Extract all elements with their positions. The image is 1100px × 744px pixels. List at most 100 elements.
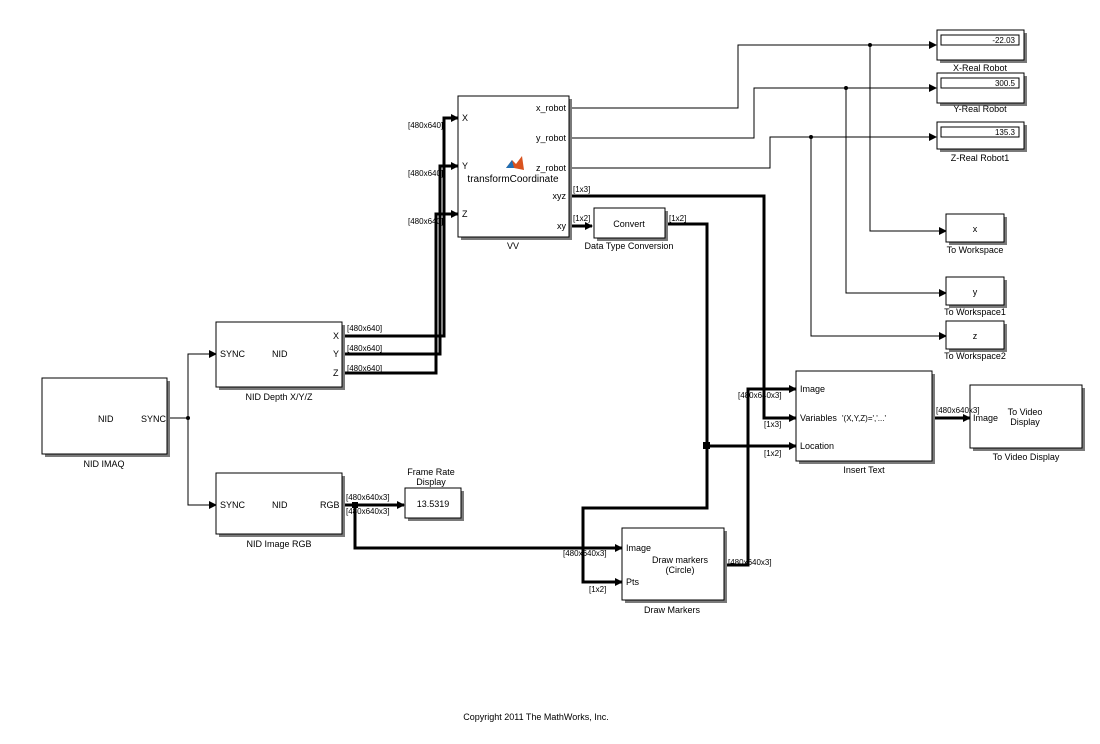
signal-dim-label: [480x640] — [408, 217, 443, 226]
signal-dim-label: [1x2] — [573, 214, 590, 223]
block-center-label: transformCoordinate — [467, 174, 559, 185]
branch-dot — [352, 502, 358, 508]
wire-depth-z[interactable] — [345, 210, 459, 375]
block-vv[interactable]: X Y Z x_robot y_robot z_robot xyz xy tra… — [457, 95, 572, 251]
block-center-label: Display — [1010, 417, 1040, 427]
block-center-label: Draw markers — [652, 555, 709, 565]
block-center-label: x — [973, 224, 978, 234]
port-label: Image — [626, 543, 651, 553]
block-convert[interactable]: Convert Data Type Conversion — [585, 207, 674, 251]
wire-sync-depth[interactable] — [187, 350, 217, 418]
wire-xyz[interactable] — [570, 194, 797, 422]
block-caption: NID Depth X/Y/Z — [245, 392, 313, 402]
port-label: Z — [333, 368, 339, 378]
signal-dim-label: [480x640x3] — [936, 406, 980, 415]
branch-dot — [703, 442, 710, 449]
port-label: Y — [462, 161, 468, 171]
block-caption: Display — [416, 477, 446, 487]
block-nid-depth[interactable]: SYNC NID X Y Z NID Depth X/Y/Z — [215, 321, 345, 402]
branch-dot — [186, 416, 190, 420]
signal-dim-label: [480x640] — [347, 324, 382, 333]
display-value: -22.03 — [992, 36, 1015, 45]
port-label: SYNC — [220, 349, 246, 359]
block-caption: Frame Rate — [407, 467, 455, 477]
wire-ws-y[interactable] — [845, 88, 947, 297]
block-caption: To Workspace — [947, 245, 1004, 255]
block-center-label: NID — [98, 414, 114, 424]
signal-dim-label: [480x640] — [408, 169, 443, 178]
port-label: y_robot — [536, 133, 567, 143]
block-center-label: NID — [272, 349, 288, 359]
signal-dim-label: [1x2] — [669, 214, 686, 223]
block-caption: Draw Markers — [644, 605, 701, 615]
port-label: X — [462, 113, 468, 123]
wire-convert-out[interactable] — [666, 222, 797, 450]
format-string: '(X,Y,Z)=','...' — [842, 414, 886, 423]
block-caption: NID IMAQ — [83, 459, 124, 469]
wire-y-robot[interactable] — [570, 84, 937, 139]
block-center-label: z — [973, 331, 978, 341]
block-ws-z[interactable]: z To Workspace2 — [944, 320, 1007, 361]
block-caption: Z-Real Robot1 — [951, 153, 1010, 163]
block-center-label: To Video — [1008, 407, 1043, 417]
signal-dim-label: [1x3] — [573, 185, 590, 194]
block-video-display[interactable]: Image To Video Display To Video Display — [969, 384, 1085, 462]
port-label: SYNC — [141, 414, 167, 424]
block-caption: NID Image RGB — [246, 539, 311, 549]
block-center-label: NID — [272, 500, 288, 510]
port-label: Image — [800, 384, 825, 394]
matlab-logo-icon — [506, 156, 524, 170]
wire-sync-rgb[interactable] — [187, 418, 217, 509]
block-caption: Insert Text — [843, 465, 885, 475]
wire-depth-y[interactable] — [345, 162, 459, 356]
block-x-display[interactable]: -22.03 X-Real Robot — [936, 29, 1027, 73]
block-draw-markers[interactable]: Image Pts Draw markers (Circle) Draw Mar… — [621, 527, 727, 615]
port-label: Image — [973, 413, 998, 423]
signal-dim-label: [480x640x3] — [738, 391, 782, 400]
block-caption: VV — [507, 241, 519, 251]
wire-x-robot[interactable] — [570, 41, 937, 109]
port-label: Y — [333, 349, 339, 359]
port-label: RGB — [320, 500, 340, 510]
signal-dim-label: [480x640] — [408, 121, 443, 130]
port-label: Location — [800, 441, 834, 451]
signal-dim-label: [480x640x3] — [346, 493, 390, 502]
port-label: Pts — [626, 577, 640, 587]
block-center-label: Convert — [613, 219, 645, 229]
port-label: Variables — [800, 413, 837, 423]
block-caption: Y-Real Robot — [953, 104, 1007, 114]
signal-labels: [480x640] [480x640] [480x640] [480x640] … — [346, 121, 980, 594]
branch-dot — [868, 43, 872, 47]
block-caption: To Video Display — [993, 452, 1060, 462]
copyright-text: Copyright 2011 The MathWorks, Inc. — [463, 712, 609, 722]
signal-dim-label: [1x2] — [764, 449, 781, 458]
wire-pts[interactable] — [581, 446, 709, 586]
block-caption: Data Type Conversion — [585, 241, 674, 251]
signal-dim-label: [1x2] — [589, 585, 606, 594]
port-label: z_robot — [536, 163, 567, 173]
branch-dot — [844, 86, 848, 90]
block-nid-rgb[interactable]: SYNC NID RGB NID Image RGB — [215, 472, 345, 549]
block-nid-imaq[interactable]: NID SYNC NID IMAQ — [41, 377, 170, 469]
block-insert-text[interactable]: Image Variables '(X,Y,Z)=','...' Locatio… — [795, 370, 935, 475]
port-label: x_robot — [536, 103, 567, 113]
wire-z-robot[interactable] — [570, 133, 937, 169]
block-ws-x[interactable]: x To Workspace — [945, 213, 1007, 255]
port-label: Z — [462, 209, 468, 219]
wire-draw-out[interactable] — [725, 385, 797, 567]
wire-ws-z[interactable] — [810, 137, 947, 340]
block-z-display[interactable]: 135.3 Z-Real Robot1 — [936, 121, 1027, 163]
block-ws-y[interactable]: y To Workspace1 — [944, 276, 1007, 317]
port-label: SYNC — [220, 500, 246, 510]
wire-rgb-draw[interactable] — [353, 505, 623, 552]
wire-depth-x[interactable] — [345, 114, 459, 338]
signal-dim-label: [480x640x3] — [346, 507, 390, 516]
display-value: 135.3 — [995, 128, 1016, 137]
block-y-display[interactable]: 300.5 Y-Real Robot — [936, 72, 1027, 114]
signal-dim-label: [1x3] — [764, 420, 781, 429]
wire-ws-x[interactable] — [869, 45, 947, 235]
block-frame-rate[interactable]: Frame Rate Display 13.5319 — [404, 467, 464, 521]
block-center-label: (Circle) — [666, 565, 695, 575]
port-label: xyz — [553, 191, 567, 201]
